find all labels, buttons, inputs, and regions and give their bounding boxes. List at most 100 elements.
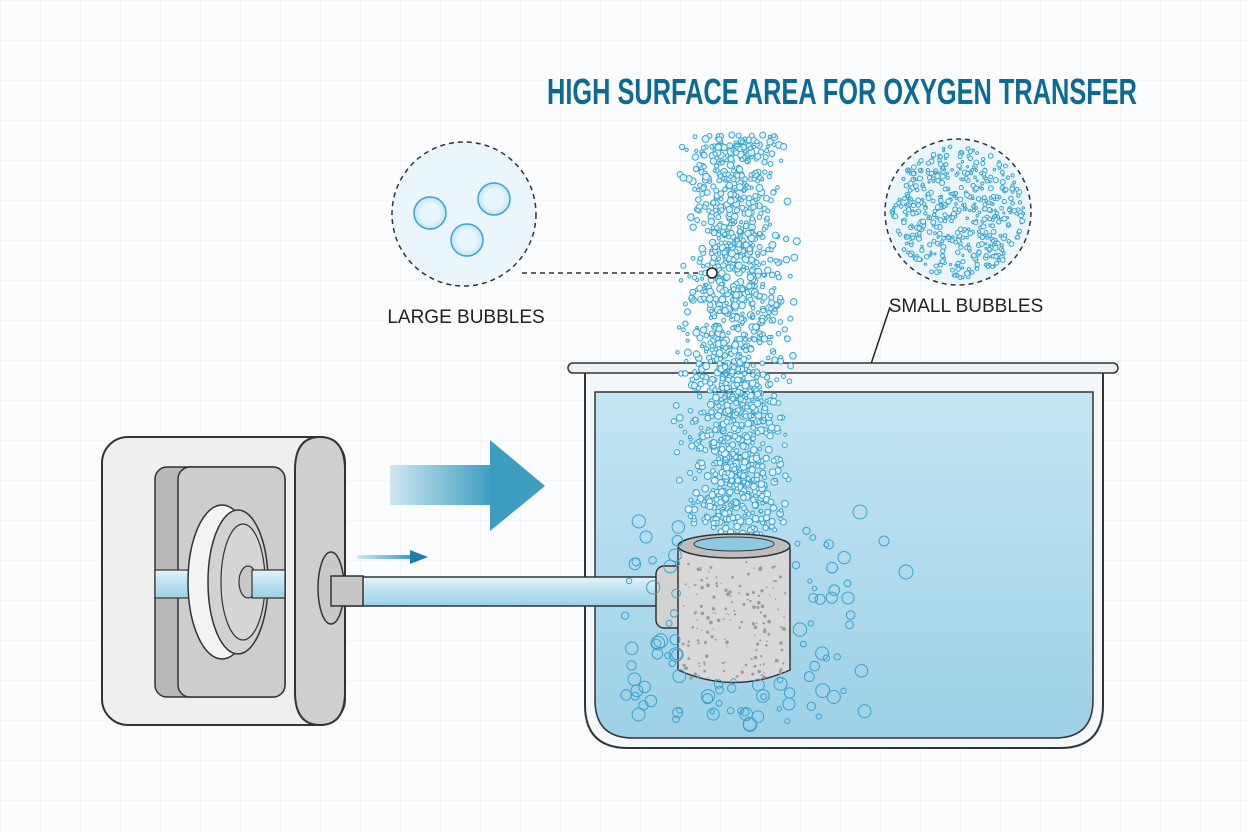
small-bubble bbox=[960, 275, 965, 280]
rising-bubble bbox=[676, 707, 683, 714]
rising-bubble bbox=[808, 592, 819, 603]
stone-pore bbox=[757, 669, 761, 674]
stone-pore bbox=[704, 642, 707, 645]
small-bubble bbox=[902, 196, 907, 201]
small-bubble bbox=[941, 235, 946, 241]
stone-pore bbox=[704, 654, 709, 658]
small-bubble bbox=[771, 356, 779, 364]
stone-pore bbox=[729, 619, 731, 621]
small-bubble bbox=[722, 395, 727, 400]
small-bubble bbox=[704, 282, 709, 287]
stone-pore bbox=[724, 661, 726, 664]
small-bubble bbox=[755, 272, 762, 279]
rising-bubble bbox=[815, 646, 830, 661]
rising-bubble bbox=[700, 689, 716, 704]
small-bubble bbox=[725, 181, 734, 189]
small-bubble bbox=[706, 287, 714, 296]
small-bubble bbox=[730, 364, 737, 371]
small-bubble bbox=[706, 400, 715, 409]
small-bubble bbox=[722, 463, 731, 472]
rising-bubble bbox=[639, 530, 653, 544]
small-bubble bbox=[727, 155, 735, 163]
small-bubble bbox=[1001, 251, 1006, 256]
small-bubble bbox=[931, 212, 937, 218]
small-bubble bbox=[760, 335, 768, 343]
stone-pore bbox=[753, 625, 758, 630]
small-bubble bbox=[934, 204, 941, 211]
small-bubble bbox=[965, 235, 969, 240]
small-bubble bbox=[980, 181, 985, 186]
rising-bubble bbox=[663, 559, 678, 574]
small-bubble bbox=[940, 248, 946, 254]
small-bubble bbox=[905, 206, 912, 213]
stone-pore bbox=[753, 664, 757, 668]
small-bubble bbox=[685, 338, 690, 343]
small-bubble bbox=[960, 159, 965, 164]
small-bubble bbox=[728, 249, 736, 258]
small-bubble bbox=[768, 294, 775, 301]
small-bubble bbox=[988, 180, 992, 184]
small-bubble bbox=[1001, 215, 1008, 222]
small-bubble bbox=[937, 161, 944, 167]
small-bubble bbox=[744, 419, 753, 428]
small-bubble bbox=[701, 484, 710, 493]
rising-bubble bbox=[794, 540, 801, 547]
small-bubble bbox=[1010, 201, 1016, 206]
rising-bubble bbox=[898, 564, 914, 580]
small-bubble bbox=[746, 354, 752, 360]
small-bubble bbox=[706, 502, 714, 511]
small-bubble bbox=[967, 148, 974, 155]
small-bubble bbox=[762, 416, 767, 422]
small-bubble bbox=[929, 250, 933, 254]
small-bubble bbox=[698, 425, 704, 431]
stone-pore bbox=[693, 672, 697, 676]
small-bubble bbox=[702, 289, 708, 294]
small-bubble bbox=[971, 197, 975, 201]
small-bubble bbox=[701, 135, 710, 143]
small-bubble bbox=[768, 517, 776, 526]
rising-bubble bbox=[845, 610, 856, 620]
small-bubble bbox=[700, 344, 705, 349]
small-bubble bbox=[711, 313, 718, 320]
small-bubble bbox=[718, 240, 724, 246]
small-bubble bbox=[701, 295, 707, 302]
rising-bubble bbox=[626, 660, 637, 671]
small-bubble bbox=[700, 502, 707, 508]
small-bubble bbox=[777, 456, 783, 463]
stone-pore bbox=[762, 629, 767, 634]
small-bubble bbox=[982, 206, 988, 212]
small-bubble bbox=[951, 235, 955, 239]
small-bubble bbox=[905, 193, 910, 198]
small-bubbles-label: SMALL BUBBLES bbox=[889, 296, 1044, 317]
small-bubble bbox=[735, 165, 744, 174]
small-bubble bbox=[734, 237, 740, 243]
small-bubble bbox=[761, 260, 766, 266]
rising-bubble bbox=[809, 660, 821, 672]
small-bubble bbox=[775, 185, 780, 190]
small-bubble bbox=[762, 524, 769, 532]
small-bubble bbox=[697, 495, 705, 503]
stone-pore bbox=[708, 570, 710, 572]
small-bubble bbox=[726, 488, 734, 496]
small-bubble bbox=[754, 139, 760, 145]
stone-pore bbox=[756, 622, 758, 625]
small-bubble bbox=[784, 335, 791, 343]
small-bubble bbox=[726, 330, 731, 336]
small-bubble bbox=[987, 185, 994, 192]
small-bubble bbox=[748, 466, 756, 474]
small-bubble bbox=[712, 151, 718, 157]
small-bubble bbox=[761, 402, 766, 407]
small-bubble bbox=[721, 363, 729, 371]
small-bubble bbox=[786, 378, 793, 385]
small-bubble bbox=[716, 360, 723, 367]
small-bubble bbox=[715, 336, 721, 342]
small-bubble bbox=[732, 291, 740, 299]
small-bubble bbox=[987, 233, 992, 238]
small-bubble bbox=[890, 211, 895, 215]
small-bubble bbox=[968, 208, 972, 213]
small-bubble bbox=[762, 495, 770, 503]
small-bubble bbox=[984, 179, 990, 184]
rising-bubble bbox=[668, 647, 684, 662]
small-bubble bbox=[985, 264, 991, 269]
small-bubble bbox=[757, 446, 763, 452]
